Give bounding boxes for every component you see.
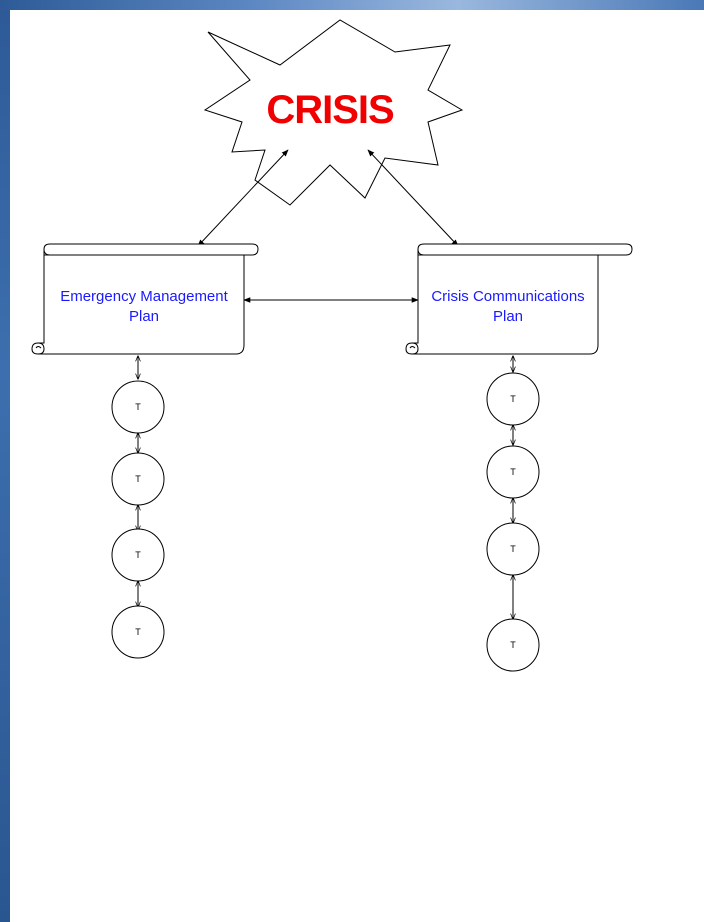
task-node-right-4 [486, 618, 540, 672]
emergency-management-plan-line2: Plan [128, 308, 160, 325]
slide-top-band [0, 0, 704, 10]
task-node-right-4-label: T [510, 640, 516, 650]
task-node-left-1-label: T [135, 402, 141, 412]
arrow-crisis-to-emergency-plan [197, 149, 289, 247]
crisis-communications-plan-line2: Plan [492, 308, 524, 325]
scroll-emergency-management-plan [31, 243, 259, 355]
crisis-communications-plan-label: Crisis Communications Plan [418, 287, 598, 327]
crisis-communications-plan-line1: Crisis Communications [431, 288, 585, 305]
task-node-left-4-label: T [135, 627, 141, 637]
crisis-label: CRISIS [266, 88, 394, 132]
emergency-management-plan-line1: Emergency Management [60, 288, 228, 305]
task-chain-right: T T T T [486, 356, 540, 672]
diagram-svg: CRISIS T T [31, 19, 633, 672]
task-chain-left: T T T T [111, 356, 165, 659]
emergency-management-plan-label: Emergency Management Plan [44, 287, 244, 327]
task-node-left-2-label: T [135, 474, 141, 484]
arrow-crisis-to-communications-plan [367, 149, 459, 247]
task-node-right-3-label: T [510, 544, 516, 554]
task-node-left-4 [111, 605, 165, 659]
task-node-right-2-label: T [510, 467, 516, 477]
scroll-crisis-communications-plan [405, 243, 633, 355]
task-node-left-3-label: T [135, 550, 141, 560]
crisis-starburst: CRISIS [203, 19, 464, 206]
task-node-right-1-label: T [510, 394, 516, 404]
diagram-canvas: CRISIS T T [10, 10, 704, 922]
